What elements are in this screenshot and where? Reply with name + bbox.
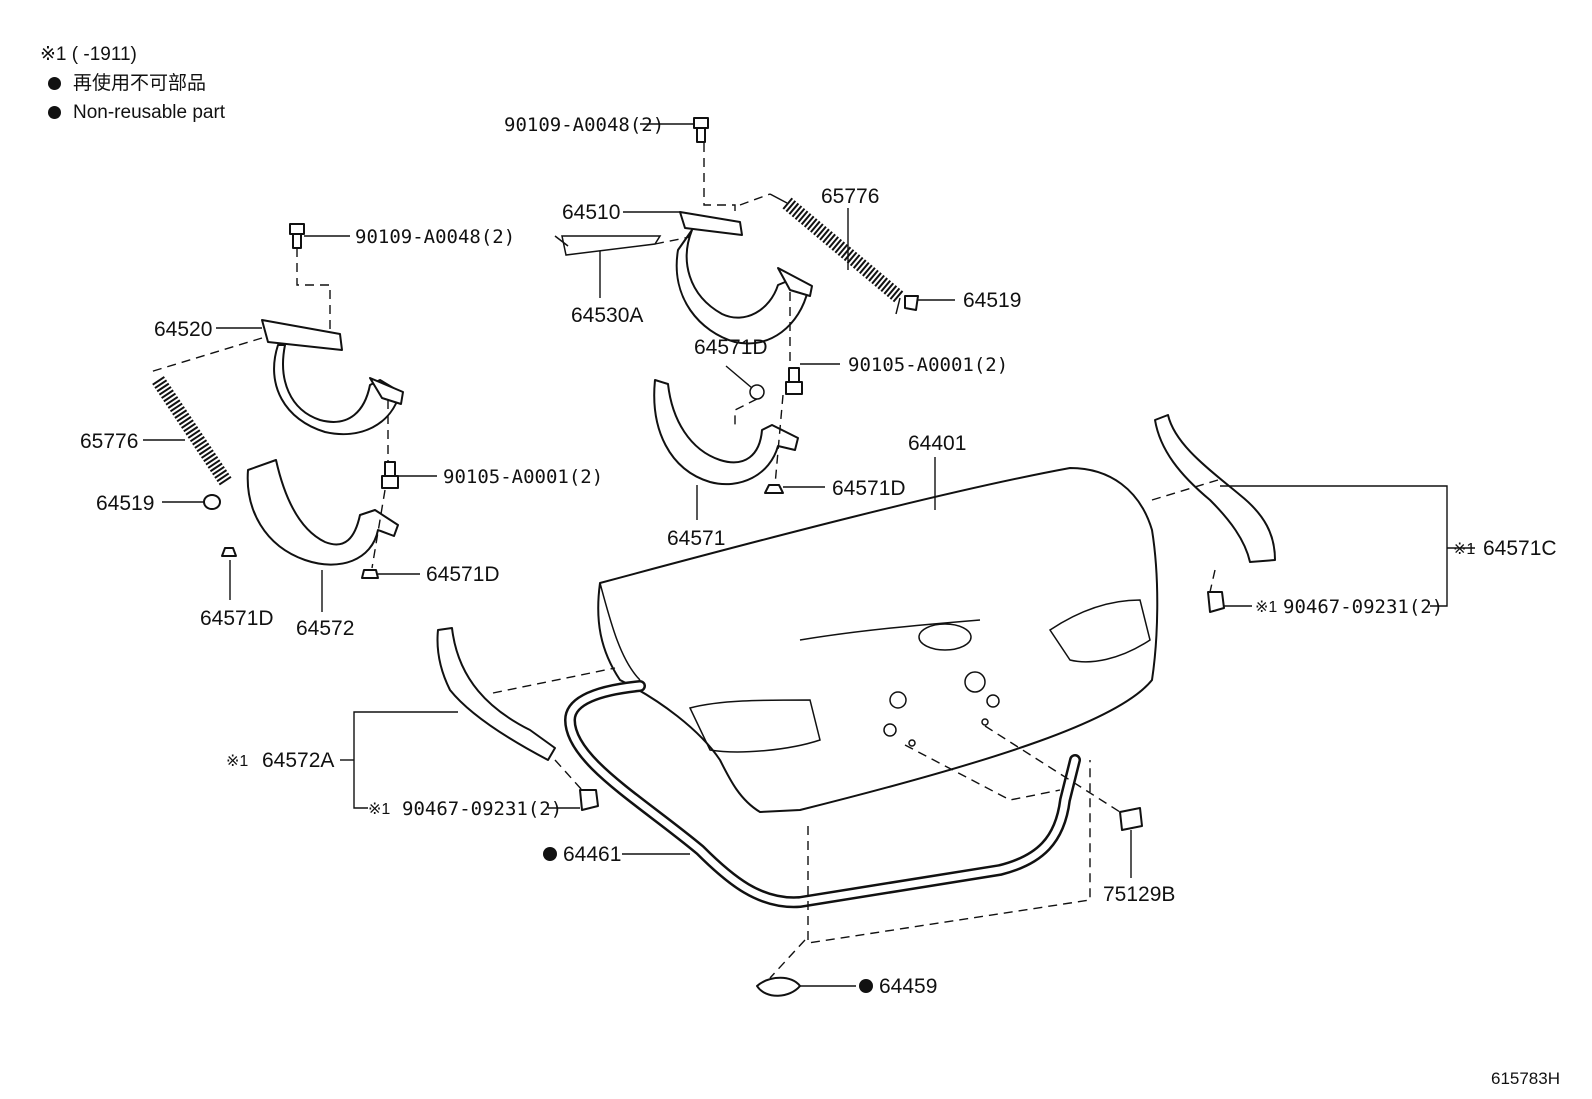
label-64571D-mid: 64571D xyxy=(832,477,906,500)
non-reusable-dot-64459 xyxy=(859,979,873,993)
label-90109-top: 90109-A0048(2) xyxy=(504,114,664,136)
label-90109-left: 90109-A0048(2) xyxy=(355,226,515,248)
label-64519-left: 64519 xyxy=(96,492,154,515)
clip-90467-left xyxy=(579,789,599,811)
label-90105-right: 90105-A0001(2) xyxy=(848,354,1008,376)
label-64571: 64571 xyxy=(667,527,725,550)
weatherstrip-64461 xyxy=(563,680,1081,909)
leader-lines xyxy=(143,123,1475,987)
cover-64572 xyxy=(221,459,399,579)
non-reusable-dot-64461 xyxy=(543,847,557,861)
clip-64519-right xyxy=(904,295,919,311)
clip-90467-right xyxy=(1207,591,1225,613)
label-64571C: 64571C xyxy=(1483,537,1557,560)
alignment-lines xyxy=(149,143,1219,979)
trunk-lid-64401 xyxy=(597,467,1159,813)
label-64572A: 64572A xyxy=(262,749,334,772)
label-64571D-left-low: 64571D xyxy=(200,607,274,630)
trim-64572A xyxy=(436,627,556,761)
label-64519-right: 64519 xyxy=(963,289,1021,312)
non-reusable-dot-icon xyxy=(48,106,61,119)
bolt-90105-right xyxy=(785,367,803,395)
trim-64571C xyxy=(1154,414,1276,563)
reference-code: 615783H xyxy=(1490,1069,1560,1088)
hinge-64510 xyxy=(675,211,813,345)
bumper-64459 xyxy=(756,976,801,997)
bolt-90109-left xyxy=(289,223,305,249)
label-64510: 64510 xyxy=(562,201,620,224)
legend-non-reusable-jp: 再使用不可部品 xyxy=(40,69,225,98)
label-64401: 64401 xyxy=(908,432,966,455)
mark-90467-right: ※1 xyxy=(1255,599,1277,616)
mark-90467-left: ※1 xyxy=(368,801,390,818)
label-64459: 64459 xyxy=(879,975,937,998)
label-64571D-top: 64571D xyxy=(694,336,768,359)
label-90105-left: 90105-A0001(2) xyxy=(443,466,603,488)
clip-64519-left xyxy=(203,494,221,510)
non-reusable-dot-icon xyxy=(48,77,61,90)
label-90467-left: 90467-09231(2) xyxy=(402,798,562,820)
label-64571D-left-right: 64571D xyxy=(426,563,500,586)
mark-64571C: ※1 xyxy=(1453,541,1475,558)
cover-64571 xyxy=(653,379,799,494)
spring-65776-left xyxy=(152,376,232,486)
label-64530A: 64530A xyxy=(571,304,643,327)
spring-65776-right xyxy=(769,193,905,315)
label-64461: 64461 xyxy=(563,843,621,866)
bolt-90105-left xyxy=(381,461,399,489)
rod-64530A xyxy=(554,235,662,256)
mark-64572A: ※1 xyxy=(226,753,248,770)
legend-range-note: ※1 ( -1911) xyxy=(40,44,137,65)
label-64520: 64520 xyxy=(154,318,212,341)
legend-non-reusable-en: Non-reusable part xyxy=(40,98,225,127)
part-labels: 90109-A0048(2) 64510 65776 64530A 64519 … xyxy=(80,114,1557,998)
bolt-90109-right xyxy=(693,117,709,143)
label-75129B: 75129B xyxy=(1103,883,1175,906)
legend: ※1 ( -1911) 再使用不可部品 Non-reusable part xyxy=(40,40,225,127)
hinge-64520 xyxy=(261,319,404,436)
block-75129B xyxy=(1119,807,1143,831)
label-65776-right: 65776 xyxy=(821,185,879,208)
label-64572: 64572 xyxy=(296,617,354,640)
label-65776-left: 65776 xyxy=(80,430,138,453)
label-90467-right: 90467-09231(2) xyxy=(1283,596,1443,618)
